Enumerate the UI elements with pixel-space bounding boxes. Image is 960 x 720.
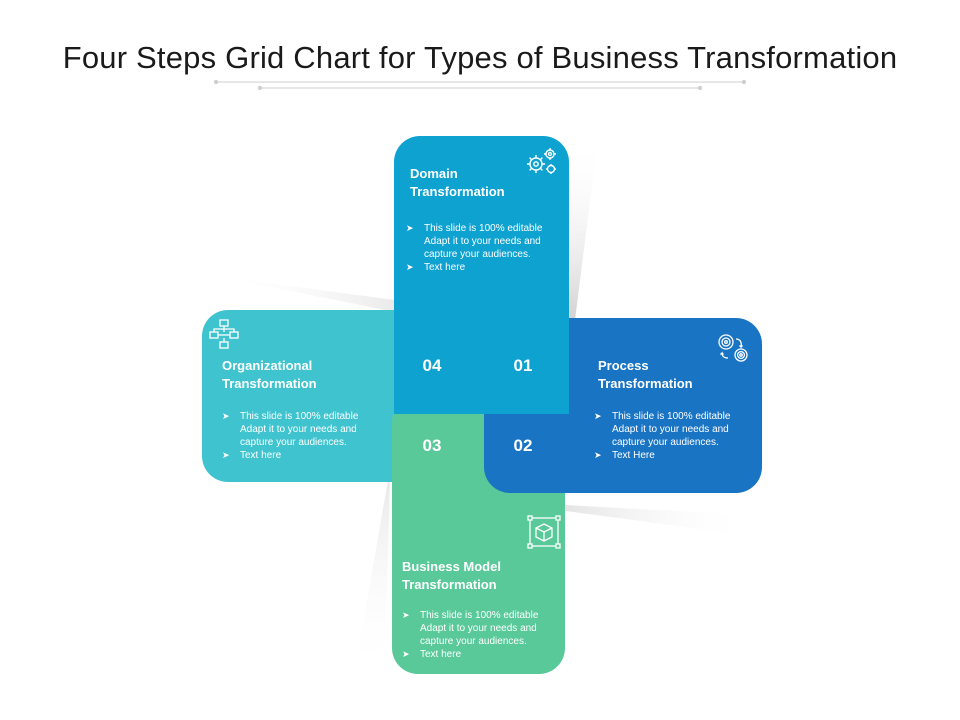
bullet-text: This slide is 100% editable <box>424 223 543 234</box>
process-flow-icon <box>718 334 748 362</box>
bullet-text: This slide is 100% editable <box>420 610 539 621</box>
organizational-heading: Organizational Transformation <box>222 357 317 393</box>
bullet-text: Text here <box>424 262 466 273</box>
step-number-03: 03 <box>422 436 442 455</box>
cube-icon <box>527 515 561 549</box>
arrow-bullet-icon: ➤ <box>594 411 602 421</box>
arrow-bullet-icon: ➤ <box>402 610 410 620</box>
business-model-heading: Business Model Transformation <box>402 558 501 594</box>
bullet-text: capture your audiences. <box>612 437 719 448</box>
shadow-bottom <box>355 400 392 675</box>
bullet-text: Adapt it to your needs and <box>420 623 537 634</box>
arrow-bullet-icon: ➤ <box>402 649 410 659</box>
bullet-text: capture your audiences. <box>424 249 531 260</box>
list-item: ➤ This slide is 100% editable Adapt it t… <box>406 222 542 261</box>
bullet-text: Adapt it to your needs and <box>240 424 357 435</box>
domain-bullets: ➤ This slide is 100% editable Adapt it t… <box>406 222 542 274</box>
bullet-text: Text here <box>240 450 282 461</box>
gears-icon <box>527 148 556 174</box>
list-item: ➤ Text here <box>222 449 358 462</box>
bullet-text: Adapt it to your needs and <box>424 236 541 247</box>
step-number-01: 01 <box>513 356 533 375</box>
shadow-top <box>568 138 598 320</box>
business-model-heading-line2: Transformation <box>402 577 497 592</box>
process-heading-line1: Process <box>598 358 649 373</box>
bullet-text: Text here <box>420 649 462 660</box>
list-item: ➤ Text Here <box>594 449 730 462</box>
bullet-text: This slide is 100% editable <box>240 411 359 422</box>
business-model-bullets: ➤ This slide is 100% editable Adapt it t… <box>402 609 538 661</box>
step-number-02: 02 <box>513 436 533 455</box>
arrow-bullet-icon: ➤ <box>594 450 602 460</box>
domain-heading: Domain Transformation <box>410 165 505 201</box>
organizational-bullets: ➤ This slide is 100% editable Adapt it t… <box>222 410 358 462</box>
process-heading-line2: Transformation <box>598 376 693 391</box>
org-chart-icon <box>209 319 239 349</box>
organizational-heading-line1: Organizational <box>222 358 313 373</box>
list-item: ➤ This slide is 100% editable Adapt it t… <box>402 609 538 648</box>
domain-heading-line2: Transformation <box>410 184 505 199</box>
panel-domain <box>394 136 569 414</box>
business-model-heading-line1: Business Model <box>402 559 501 574</box>
bullet-text: capture your audiences. <box>420 636 527 647</box>
page-title: Four Steps Grid Chart for Types of Busin… <box>62 40 898 75</box>
list-item: ➤ This slide is 100% editable Adapt it t… <box>222 410 358 449</box>
title-divider <box>213 79 747 91</box>
arrow-bullet-icon: ➤ <box>222 450 230 460</box>
list-item: ➤ Text here <box>402 648 538 661</box>
bullet-text: capture your audiences. <box>240 437 347 448</box>
domain-heading-line1: Domain <box>410 166 458 181</box>
process-bullets: ➤ This slide is 100% editable Adapt it t… <box>594 410 730 462</box>
step-number-04: 04 <box>422 356 442 375</box>
bullet-text: This slide is 100% editable <box>612 411 731 422</box>
bullet-text: Text Here <box>612 450 655 461</box>
organizational-heading-line2: Transformation <box>222 376 317 391</box>
arrow-bullet-icon: ➤ <box>406 262 414 272</box>
list-item: ➤ Text here <box>406 261 542 274</box>
bullet-text: Adapt it to your needs and <box>612 424 729 435</box>
arrow-bullet-icon: ➤ <box>222 411 230 421</box>
arrow-bullet-icon: ➤ <box>406 223 414 233</box>
process-heading: Process Transformation <box>598 357 693 393</box>
list-item: ➤ This slide is 100% editable Adapt it t… <box>594 410 730 449</box>
